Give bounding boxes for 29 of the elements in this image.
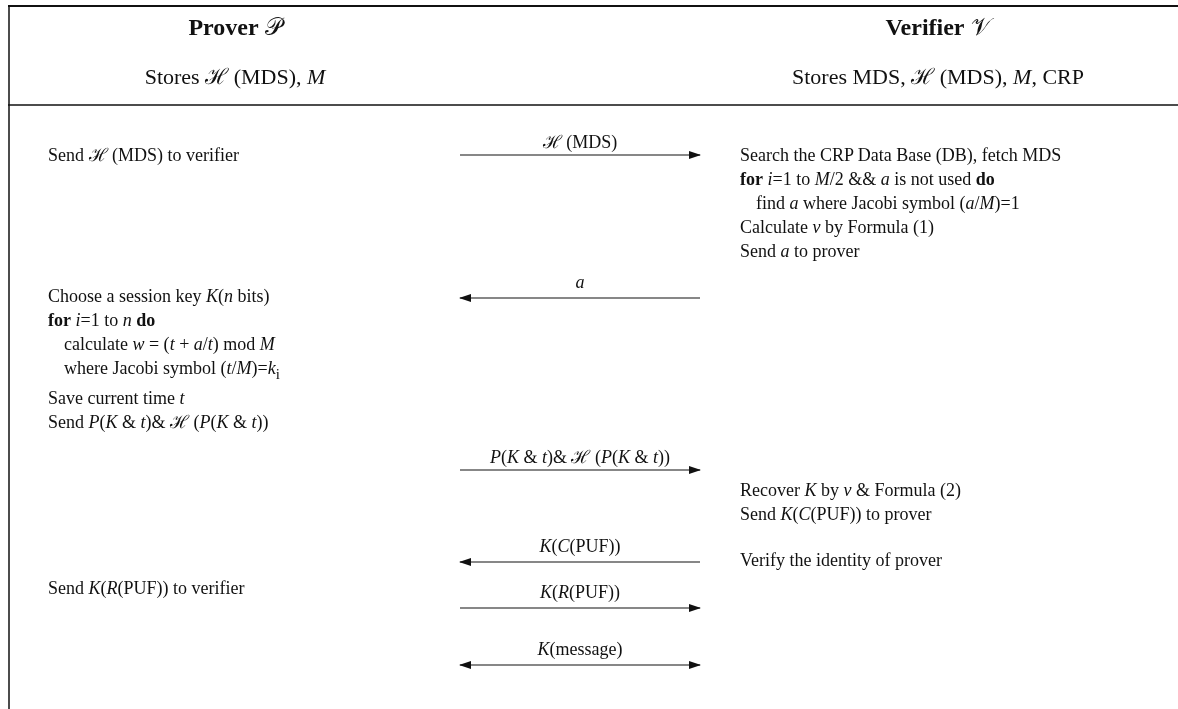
step-text: Save current time t bbox=[48, 386, 186, 410]
arrow bbox=[459, 151, 701, 159]
edge-label: K(message) bbox=[535, 639, 625, 660]
edge-label: K(R(PUF)) bbox=[538, 582, 622, 603]
step-text: for i=1 to M/2 && a is not used do bbox=[740, 168, 996, 191]
edge-label: K(C(PUF)) bbox=[537, 536, 623, 557]
step-text: Send K(C(PUF)) to prover bbox=[740, 503, 933, 526]
arrow bbox=[459, 661, 701, 669]
party-heading: Prover 𝒫 bbox=[10, 14, 460, 41]
step-text: Send P(K & t)& ℋ (P(K & t)) bbox=[48, 410, 270, 434]
stored-values-text: Stores ℋ (MDS), M bbox=[143, 63, 327, 90]
arrow bbox=[459, 558, 701, 566]
arrow bbox=[459, 294, 701, 302]
step-text: where Jacobi symbol (t/M)=k$_{i}$ bbox=[63, 357, 281, 384]
step-text: Choose a session key K(n bits) bbox=[48, 285, 271, 308]
step-text: calculate w = (t + a/t) mod M bbox=[63, 333, 277, 356]
step-text: Verify the identity of prover bbox=[740, 549, 943, 572]
step-text: Send K(R(PUF)) to verifier bbox=[48, 577, 246, 600]
arrow bbox=[459, 466, 701, 474]
step-text: Send ℋ (MDS) to verifier bbox=[48, 144, 240, 167]
step-text: for i=1 to n do bbox=[48, 309, 157, 332]
arrow bbox=[459, 604, 701, 612]
step-text: find a where Jacobi symbol (a/M)=1 bbox=[755, 192, 1021, 215]
stored-values-text: Stores MDS, ℋ (MDS), M, CRP bbox=[791, 63, 1085, 90]
step-text: Calculate v by Formula (1) bbox=[740, 216, 935, 239]
step-text: Send a to prover bbox=[740, 240, 861, 263]
party-heading: Verifier 𝒱 bbox=[700, 14, 1176, 41]
step-text: Search the CRP Data Base (DB), fetch MDS bbox=[740, 144, 1063, 167]
step-text: Recover K by v & Formula (2) bbox=[740, 479, 962, 502]
